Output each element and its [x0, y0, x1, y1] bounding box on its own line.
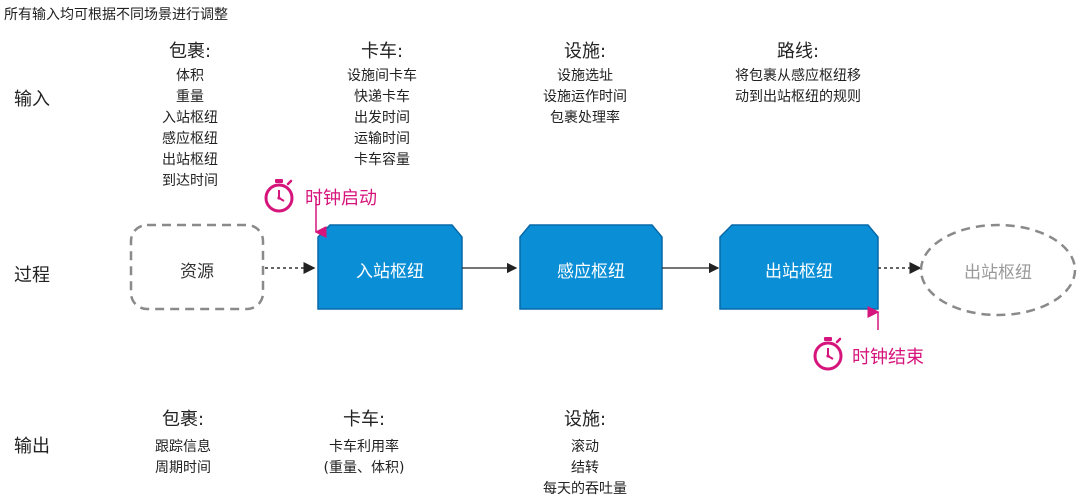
- list-item: 跟踪信息: [155, 439, 211, 455]
- list-item: 结转: [571, 460, 599, 476]
- clock-start-label: 时钟启动: [305, 188, 377, 209]
- stopwatch-icon: [264, 179, 294, 213]
- output-truck-title: 卡车:: [342, 409, 386, 430]
- sensing-hub-node: [519, 224, 663, 310]
- list-item: 每天的吞吐量: [543, 481, 627, 497]
- list-item: 到达时间: [162, 173, 218, 189]
- list-item: 将包裹从感应枢纽移: [735, 68, 861, 84]
- list-item: 设施运作时间: [543, 89, 627, 105]
- row-label-process: 过程: [14, 265, 50, 286]
- input-facility-list: 设施选址 设施运作时间 包裹处理率: [495, 66, 675, 129]
- sensing-hub-label: 感应枢纽: [557, 262, 625, 282]
- input-route-list: 将包裹从感应枢纽移 动到出站枢纽的规则: [708, 66, 888, 108]
- input-truck-title: 卡车:: [360, 41, 404, 62]
- input-package-list: 体积 重量 入站枢纽 感应枢纽 出站枢纽 到达时间: [100, 66, 280, 192]
- list-item: 快递卡车: [354, 89, 410, 105]
- input-package-title: 包裹:: [168, 41, 212, 62]
- list-item: 运输时间: [354, 131, 410, 147]
- output-facility-list: 滚动 结转 每天的吞吐量: [495, 437, 675, 500]
- output-truck-list: 卡车利用率 (重量、体积): [274, 437, 454, 479]
- list-item: 重量: [176, 89, 204, 105]
- clock-end-label: 时钟结束: [852, 347, 924, 368]
- list-item: 设施选址: [557, 68, 613, 84]
- adjustment-note: 所有输入均可根据不同场景进行调整: [4, 7, 228, 23]
- outbound-hub-ghost-label: 出站枢纽: [964, 263, 1032, 283]
- inbound-hub-label: 入站枢纽: [356, 262, 424, 282]
- list-item: 出站枢纽: [162, 152, 218, 168]
- output-package-title: 包裹:: [161, 409, 205, 430]
- list-item: (重量、体积): [323, 460, 405, 476]
- row-label-input: 输入: [14, 89, 50, 110]
- outbound-hub-ghost-node: [919, 223, 1077, 317]
- row-label-output: 输出: [14, 436, 50, 457]
- list-item: 周期时间: [155, 460, 211, 476]
- list-item: 动到出站枢纽的规则: [735, 89, 861, 105]
- list-item: 包裹处理率: [550, 110, 620, 126]
- list-item: 入站枢纽: [162, 110, 218, 126]
- output-package-list: 跟踪信息 周期时间: [93, 437, 273, 479]
- list-item: 出发时间: [354, 110, 410, 126]
- list-item: 体积: [176, 68, 204, 84]
- resource-label: 资源: [180, 262, 214, 282]
- output-facility-title: 设施:: [563, 409, 607, 430]
- list-item: 滚动: [571, 439, 599, 455]
- list-item: 设施间卡车: [347, 68, 417, 84]
- stopwatch-icon: [813, 337, 843, 371]
- outbound-hub-label: 出站枢纽: [765, 262, 833, 282]
- input-facility-title: 设施:: [563, 41, 607, 62]
- input-truck-list: 设施间卡车 快递卡车 出发时间 运输时间 卡车容量: [292, 66, 472, 171]
- list-item: 卡车容量: [354, 152, 410, 168]
- list-item: 感应枢纽: [162, 131, 218, 147]
- input-route-title: 路线:: [776, 41, 820, 62]
- resource-node: [129, 223, 265, 311]
- list-item: 卡车利用率: [329, 439, 399, 455]
